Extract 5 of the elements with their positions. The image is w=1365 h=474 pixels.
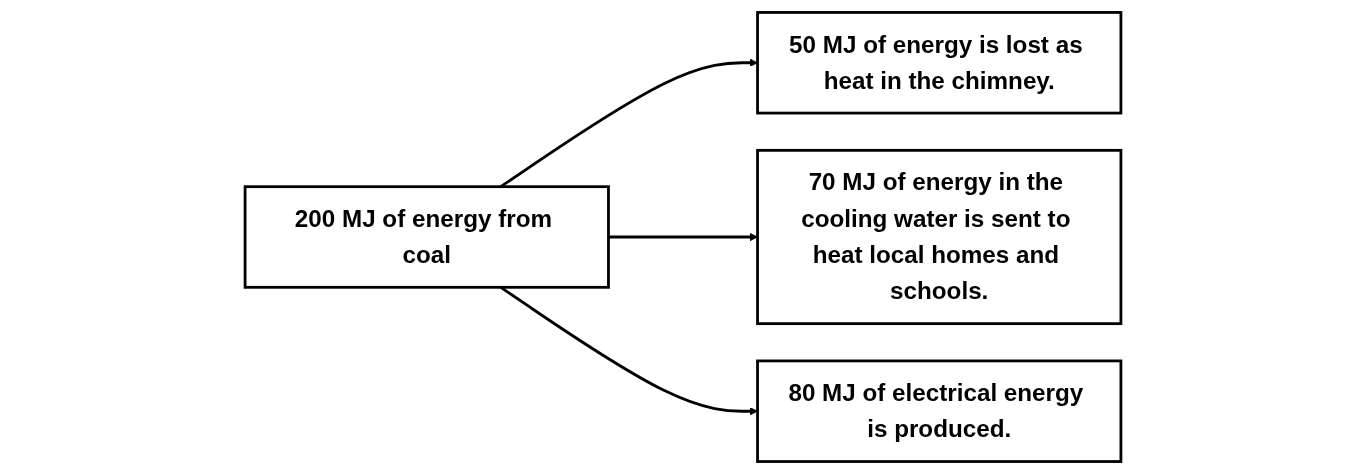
node-box: 200 MJ of energy from coal — [243, 185, 610, 289]
node-box: 80 MJ of electrical energy is produced. — [755, 359, 1122, 463]
node-box: 50 MJ of energy is lost as heat in the chimney. — [755, 11, 1122, 115]
arrow — [607, 232, 758, 242]
node-box: 70 MJ of energy in the cooling water is sent to heat local homes and schools. — [755, 148, 1122, 326]
